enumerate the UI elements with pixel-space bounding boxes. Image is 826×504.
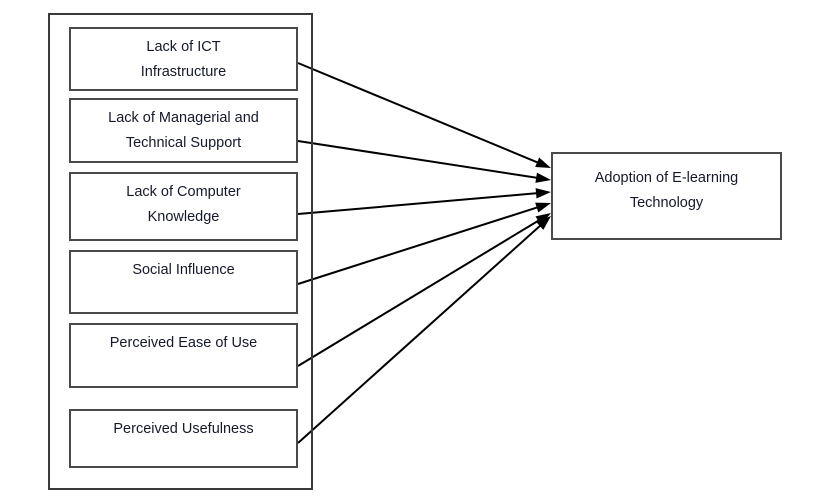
factor-box-lack-of-computer-knowledge[interactable]: Lack of Computer Knowledge [69, 172, 298, 241]
factor-box-perceived-usefulness[interactable]: Perceived Usefulness [69, 409, 298, 468]
factor-label-line: Social Influence [132, 262, 235, 278]
factor-label-line: Perceived Usefulness [113, 421, 254, 437]
arrow-head-icon [535, 157, 551, 168]
factor-box-lack-of-ict-infrastructure[interactable]: Lack of ICT Infrastructure [69, 27, 298, 91]
arrow-head-icon [535, 172, 551, 183]
factor-label-line: Knowledge [147, 209, 220, 226]
arrow-line [297, 140, 540, 180]
independent-variables-group [48, 13, 313, 490]
outcome-box-adoption-of-e-learning-technology[interactable]: Adoption of E-learning Technology [551, 152, 782, 240]
arrow-head-icon [536, 216, 551, 230]
factor-label-line: Technical Support [125, 135, 242, 152]
arrow-line [297, 223, 543, 444]
arrow-line [297, 62, 541, 165]
arrow-head-icon [535, 202, 551, 213]
arrow-head-icon [535, 213, 551, 226]
factor-label-line: Lack of ICT [146, 39, 221, 55]
factor-label-line: Infrastructure [140, 64, 227, 81]
factor-box-lack-of-managerial-and-technical-support[interactable]: Lack of Managerial and Technical Support [69, 98, 298, 163]
factor-label-line: Lack of Managerial and [108, 110, 259, 126]
factor-box-perceived-ease-of-use[interactable]: Perceived Ease of Use [69, 323, 298, 388]
arrow-line [297, 218, 542, 367]
arrow-head-icon [535, 188, 551, 199]
outcome-label-line: Technology [629, 195, 704, 212]
arrow-line [297, 192, 540, 215]
factor-label-line: Lack of Computer [126, 184, 241, 200]
factor-label-line: Perceived Ease of Use [109, 335, 258, 351]
factor-box-social-influence[interactable]: Social Influence [69, 250, 298, 314]
arrow-line [297, 205, 540, 285]
outcome-label-line: Adoption of E-learning [594, 170, 739, 186]
